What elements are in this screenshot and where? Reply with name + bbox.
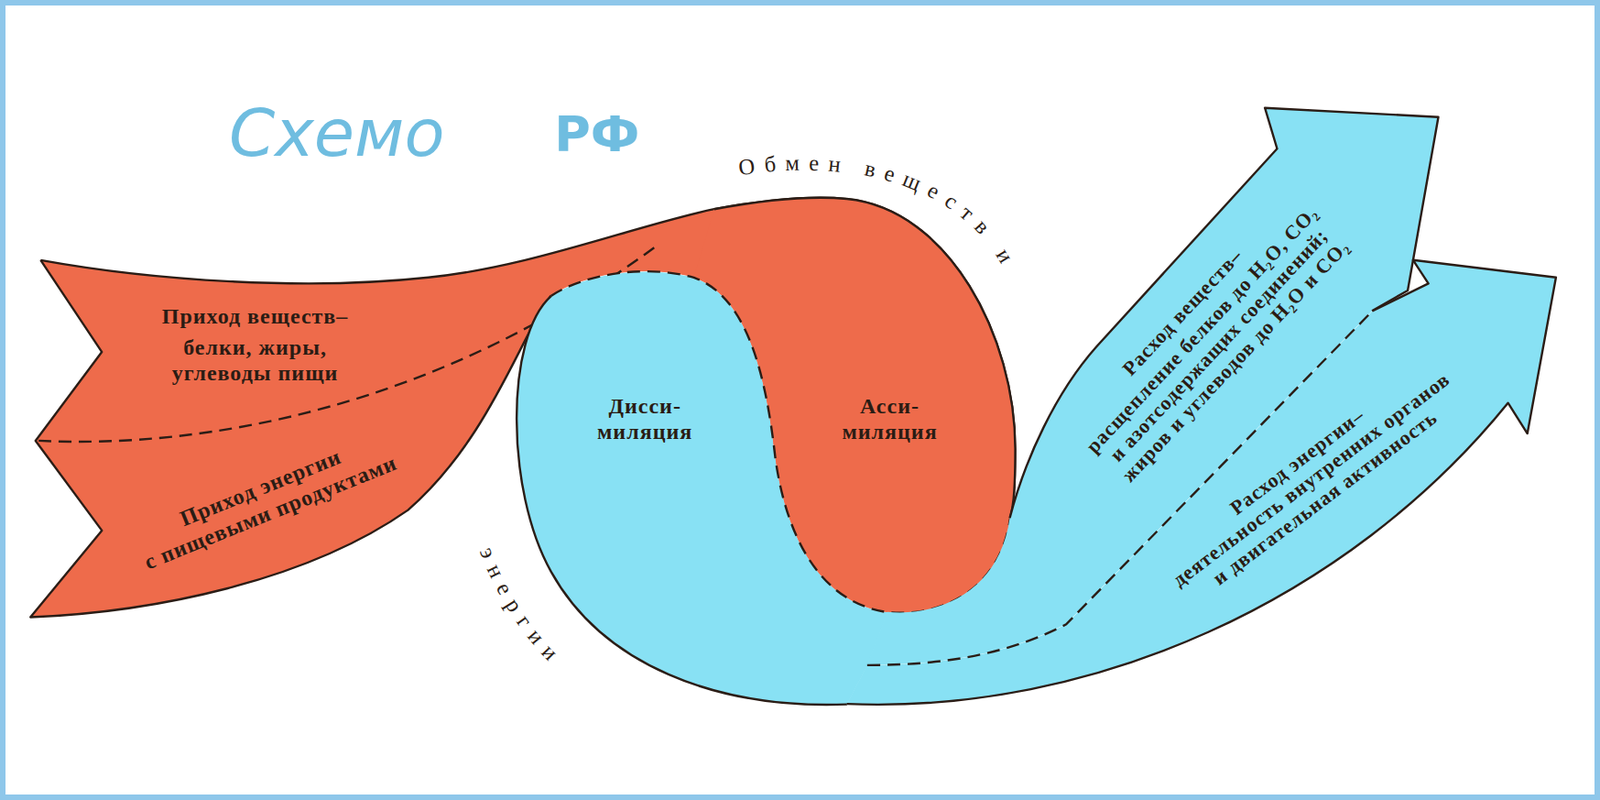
curved-label: энергии [475,543,570,671]
label-path-text: Обмен веществ и [737,150,1024,275]
shape-outline [841,252,1565,720]
shape-border [30,260,551,618]
flow-shape: Расход энергии–деятельность внутренних о… [841,252,1565,720]
watermark: Схемо [228,96,446,170]
shape-border [714,197,1016,519]
shape-border [847,260,1557,705]
shape-outline [688,188,1026,628]
watermark: РФ [554,106,640,164]
node-text: Асси- миляция [841,392,938,445]
label-path-text: энергии [475,543,570,671]
node-text: белки, жиры, углеводы пищи [171,334,340,386]
node-text: Дисси- миляция [597,392,694,445]
dashed-divider [551,271,1011,613]
flow-shape: Асси- миляция [688,188,1026,628]
shape-fill [694,197,1016,613]
curved-label: Обмен веществ и [737,150,1024,275]
shape-fill [847,260,1557,705]
node-text: Приход веществ– [162,303,349,329]
